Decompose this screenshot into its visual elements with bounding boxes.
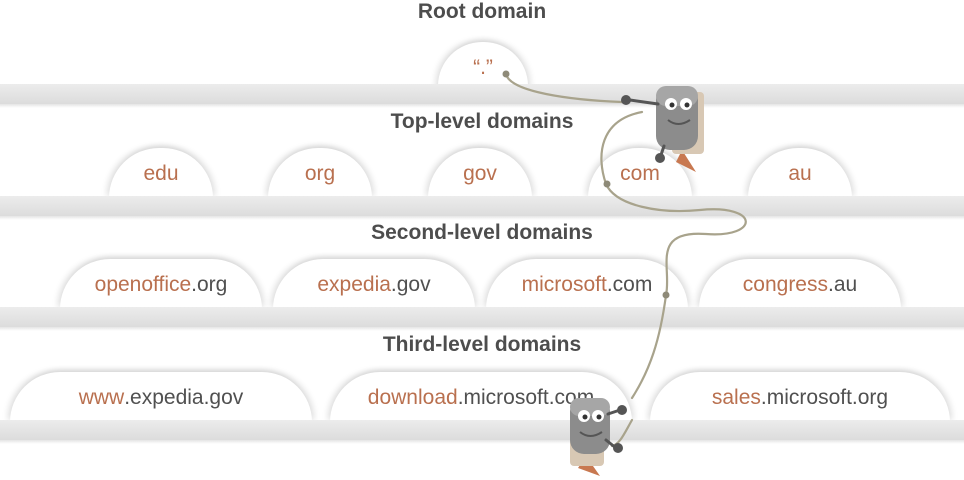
tld-label: com [620, 162, 660, 185]
third-node-sales: sales.microsoft.org [650, 372, 950, 422]
third-shelf [0, 420, 964, 444]
third-level-title: Third-level domains [382, 333, 582, 356]
tld-label: edu [143, 162, 179, 185]
rope-anchor-com [603, 180, 611, 188]
rope-icon [504, 72, 747, 448]
sld-node-congress: congress.au [699, 259, 901, 309]
sld-name: expedia [317, 273, 391, 296]
third-suffix: .microsoft.com [457, 386, 595, 409]
sld-name: openoffice [94, 273, 192, 296]
robot-climber-icon [621, 86, 704, 172]
third-name: www [78, 386, 125, 409]
third-node-www: www.expedia.gov [10, 372, 312, 422]
third-suffix: .microsoft.org [760, 386, 889, 409]
sld-suffix: .au [828, 273, 858, 296]
sld-name: microsoft [521, 273, 607, 296]
top-level-title: Top-level domains [390, 110, 574, 133]
third-name: download [367, 386, 458, 409]
sld-suffix: .com [606, 273, 653, 296]
sld-node-expedia: expedia.gov [273, 259, 475, 309]
top-shelf [0, 196, 964, 220]
third-node-download: download.microsoft.com [330, 372, 632, 422]
third-suffix: .expedia.gov [124, 386, 244, 409]
tld-label: au [788, 162, 812, 185]
robot-climber-icon [570, 398, 627, 476]
second-level-title: Second-level domains [371, 221, 593, 244]
jetpack-flame-icon [676, 150, 696, 172]
sld-node-microsoft: microsoft.com [486, 259, 688, 309]
tld-label: gov [463, 162, 497, 185]
root-level-title: Root domain [417, 0, 547, 23]
root-shelf [0, 84, 964, 108]
third-name: sales [711, 386, 761, 409]
sld-suffix: .gov [390, 273, 431, 296]
sld-node-openoffice: openoffice.org [60, 259, 262, 309]
second-shelf [0, 307, 964, 331]
tld-label: org [304, 162, 336, 185]
root-node-label: “.” [473, 56, 493, 79]
rope-anchor-root [502, 70, 510, 78]
rope-anchor-microsoft [662, 291, 670, 299]
sld-name: congress [742, 273, 828, 296]
sld-suffix: .org [191, 273, 228, 296]
